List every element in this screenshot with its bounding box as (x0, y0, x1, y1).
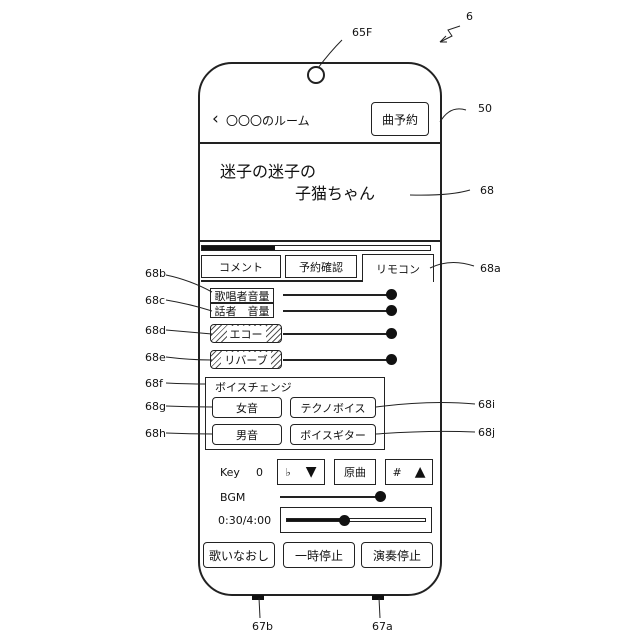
leader-68f (166, 383, 206, 384)
ref-singer-vol: 68b (145, 267, 166, 280)
leader-68c (166, 300, 212, 311)
leader-68h (166, 433, 213, 434)
leader-68j (376, 431, 475, 434)
ref-reverb: 68e (145, 351, 166, 364)
ref-echo: 68d (145, 324, 166, 337)
ref-tabs: 68a (480, 262, 501, 275)
ref-female: 68g (145, 400, 166, 413)
ref-device: 6 (466, 10, 473, 23)
ref-techno: 68i (478, 398, 495, 411)
leader-tabs (430, 262, 474, 268)
leader-67a (379, 598, 380, 618)
ref-port-left: 67b (252, 620, 273, 633)
leader-67b (259, 598, 260, 618)
leader-68d (166, 330, 212, 334)
leader-display (410, 190, 470, 195)
leader-68b (166, 275, 212, 292)
leader-68g (166, 406, 213, 407)
leader-header (440, 109, 466, 122)
ref-camera: 65F (352, 26, 372, 39)
leader-camera (318, 40, 342, 68)
ref-display: 68 (480, 184, 494, 197)
ref-male: 68h (145, 427, 166, 440)
ref-speaker-vol: 68c (145, 294, 165, 307)
ref-port-right: 67a (372, 620, 393, 633)
ref-voice-change: 68f (145, 377, 163, 390)
leader-68e (166, 357, 212, 360)
ref-guitar: 68j (478, 426, 495, 439)
ref-header: 50 (478, 102, 492, 115)
leader-68i (376, 403, 475, 407)
